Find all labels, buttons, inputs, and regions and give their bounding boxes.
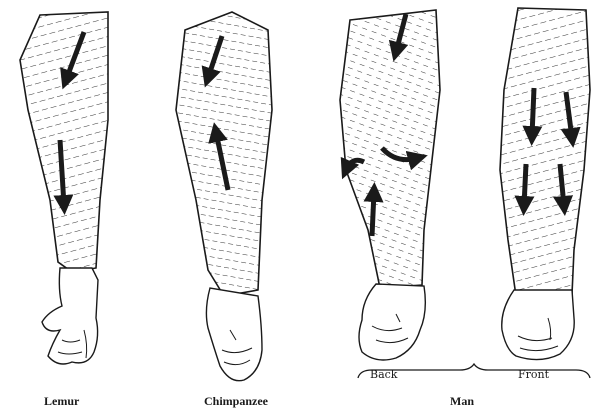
man-back-arrow-left-curve [340,156,366,180]
back-label: Back [370,368,398,381]
man-back-knuckle-lines [371,313,409,344]
front-label: Front [518,368,550,381]
man-front-hand [501,289,575,361]
man-back-arrow-upper [388,13,409,62]
man-front-arm-outline [499,7,591,297]
man-caption: Man [450,394,474,408]
man-back-arrow-right-curve [380,146,428,171]
man-arm-back [339,9,441,361]
chimpanzee-caption: Chimpanzee [204,394,268,408]
lemur-finger-lines [57,329,88,359]
man-front-arrow-lower-left [514,163,535,216]
man-back-arm-outline [339,9,441,289]
lemur-arm [19,11,109,365]
lemur-arrow-lower [53,139,74,215]
chimpanzee-arm-outline [175,11,273,297]
lemur-hand [41,267,99,365]
lemur-caption: Lemur [44,394,80,408]
chimpanzee-arm [175,11,273,382]
lemur-arrow-upper [60,31,87,90]
man-grouping-brace [357,362,591,379]
man-back-arrow-lower [363,182,384,237]
chimpanzee-arrow-lower [208,122,231,191]
lemur-arm-outline [19,11,109,273]
man-front-arrow-upper-left [522,87,543,146]
man-back-hand [358,283,427,361]
chimpanzee-finger-lines [221,329,253,366]
man-front-finger-lines [517,317,559,352]
man-arm-front [499,7,591,361]
man-front-arrow-lower-right [553,163,574,216]
chimpanzee-arrow-upper [201,35,225,88]
chimpanzee-hand [205,287,263,382]
man-front-arrow-upper-right [560,91,581,148]
